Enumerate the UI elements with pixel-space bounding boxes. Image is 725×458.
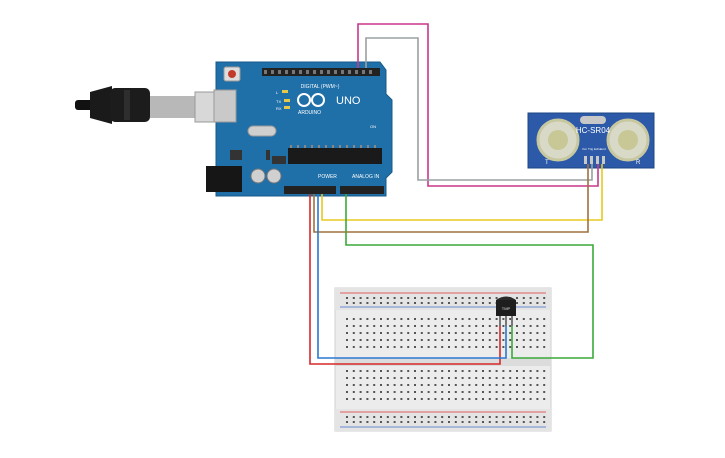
wire-blue	[317, 194, 507, 359]
arduino-uno-board[interactable]: DIGITAL (PWM~) UNO ARDUINO L TX RX ON	[206, 61, 393, 197]
led-l-label: L	[276, 90, 279, 95]
led-tx-label: TX	[276, 99, 281, 104]
wire-magenta	[357, 23, 599, 187]
power-header-label: POWER	[318, 174, 337, 180]
board-name: UNO	[336, 95, 361, 107]
wire-yellow	[321, 164, 603, 221]
breadboard-holes	[346, 297, 546, 423]
wires	[309, 23, 603, 365]
analog-header-label: ANALOG IN	[352, 174, 380, 180]
pin-label-trig: Trig	[588, 147, 593, 151]
pin-label-gnd: Gnd	[600, 147, 606, 151]
sensor-r-letter: R	[636, 160, 641, 166]
atmega-chip	[288, 148, 382, 164]
pin-label-echo: Echo	[594, 147, 601, 151]
wire-green	[345, 194, 594, 359]
tmp-label: TMP	[502, 306, 511, 311]
power-header	[284, 186, 336, 194]
tmp-body	[496, 300, 516, 316]
sensor-t-letter: T	[545, 160, 549, 166]
analog-header	[340, 186, 384, 194]
temperature-sensor[interactable]: TMP	[496, 296, 516, 327]
arduino-logo	[297, 93, 325, 107]
wire-brown	[313, 164, 589, 233]
usb-cable	[75, 86, 236, 124]
sensor-model: HC-SR04	[576, 126, 611, 135]
wire-gray	[365, 37, 593, 181]
power-jack	[206, 166, 242, 192]
digital-header-label: DIGITAL (PWM~)	[301, 84, 340, 90]
ultrasonic-sensor[interactable]: HC-SR04 T R Vcc Trig Echo Gnd	[527, 112, 655, 169]
board-brand: ARDUINO	[298, 110, 321, 116]
usb-jack	[213, 89, 237, 123]
breadboard[interactable]	[334, 287, 552, 432]
on-label: ON	[370, 124, 376, 129]
led-rx-label: RX	[276, 106, 282, 111]
pin-label-vcc: Vcc	[582, 147, 588, 151]
wire-red	[309, 194, 501, 365]
